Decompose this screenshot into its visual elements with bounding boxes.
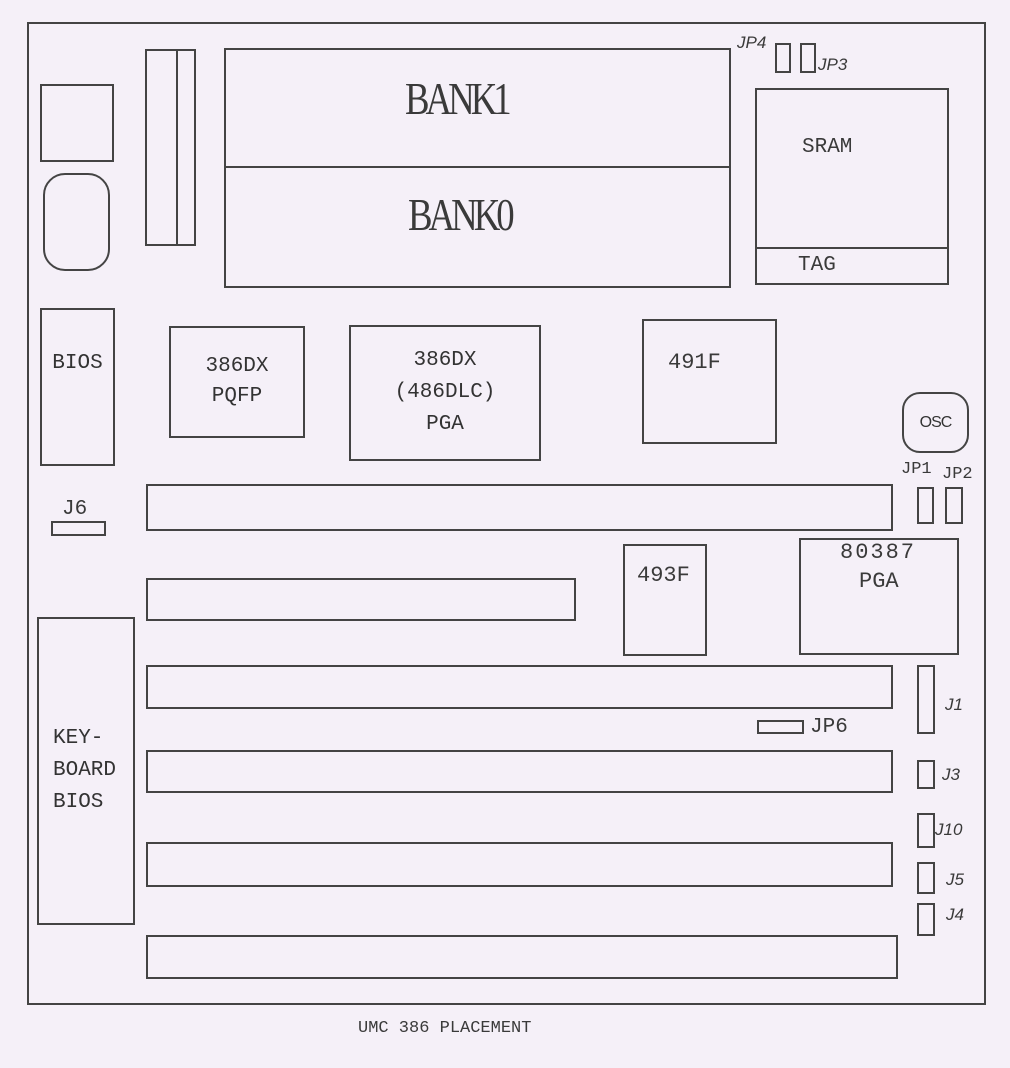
sram-label: SRAM [802,136,853,159]
cpu-386dx-pqfp: 386DX PQFP [169,326,305,438]
bios-chip: BIOS [40,308,115,466]
jp1-label: JP1 [901,460,932,479]
j4-connector[interactable] [917,903,935,936]
power-connector-divider [176,49,178,246]
expansion-slot-6 [146,935,898,979]
chip-491f-label: 491F [668,350,721,375]
expansion-slot-5 [146,842,893,887]
unlabeled-square-component [40,84,114,162]
chip-493f [623,544,707,656]
j5-connector[interactable] [917,862,935,894]
chip-493f-label: 493F [637,563,690,588]
j3-connector[interactable] [917,760,935,789]
tag-divider [755,247,949,249]
battery-component [43,173,110,271]
jp3-jumper[interactable] [800,43,816,73]
bank-divider [224,166,731,168]
sram-cache [755,88,949,285]
keyboard-bios-label-3: BIOS [53,791,104,814]
power-connector [145,49,196,246]
keyboard-bios-chip: KEY- BOARD BIOS [37,617,135,925]
expansion-slot-2 [146,578,576,621]
jp2-jumper[interactable] [945,487,963,524]
j1-label: J1 [945,695,963,714]
j6-label: J6 [62,498,88,521]
j3-label: J3 [942,765,960,784]
bank0-label: BANK0 [408,189,515,240]
keyboard-bios-label-1: KEY- [53,727,104,750]
j6-connector[interactable] [51,521,106,536]
jp3-label: JP3 [818,55,848,74]
motherboard-outline [27,22,986,1005]
cpu-pga-label-2: (486DLC) [394,381,496,404]
keyboard-bios-label-2: BOARD [53,759,117,782]
fpu-80387-pga [799,538,959,655]
cpu-386dx-pga: 386DX (486DLC) PGA [349,325,541,461]
jp2-label: JP2 [942,465,973,484]
bank1-label: BANK1 [405,73,512,124]
cpu-pqfp-label-2: PQFP [211,385,263,408]
j10-connector[interactable] [917,813,935,848]
chip-491f [642,319,777,444]
fpu-label-2: PGA [859,569,899,594]
osc-label: OSC [919,413,953,431]
jp6-jumper[interactable] [757,720,804,734]
jp1-jumper[interactable] [917,487,934,524]
j10-label: J10 [935,820,963,839]
jp4-jumper[interactable] [775,43,791,73]
cpu-pqfp-label-1: 386DX [205,355,269,378]
expansion-slot-1 [146,484,893,531]
expansion-slot-4 [146,750,893,793]
diagram-caption: UMC 386 PLACEMENT [358,1019,532,1038]
fpu-label-1: 80387 [840,540,917,565]
memory-banks [224,48,731,288]
bios-label: BIOS [52,352,103,375]
jp6-label: JP6 [810,716,848,739]
expansion-slot-3 [146,665,893,709]
j4-label: J4 [946,905,964,924]
cpu-pga-label-3: PGA [426,413,464,436]
j5-label: J5 [946,870,964,889]
j1-connector[interactable] [917,665,935,734]
tag-label: TAG [798,254,836,277]
oscillator: OSC [902,392,969,453]
jp4-label: JP4 [737,33,767,52]
cpu-pga-label-1: 386DX [413,349,477,372]
